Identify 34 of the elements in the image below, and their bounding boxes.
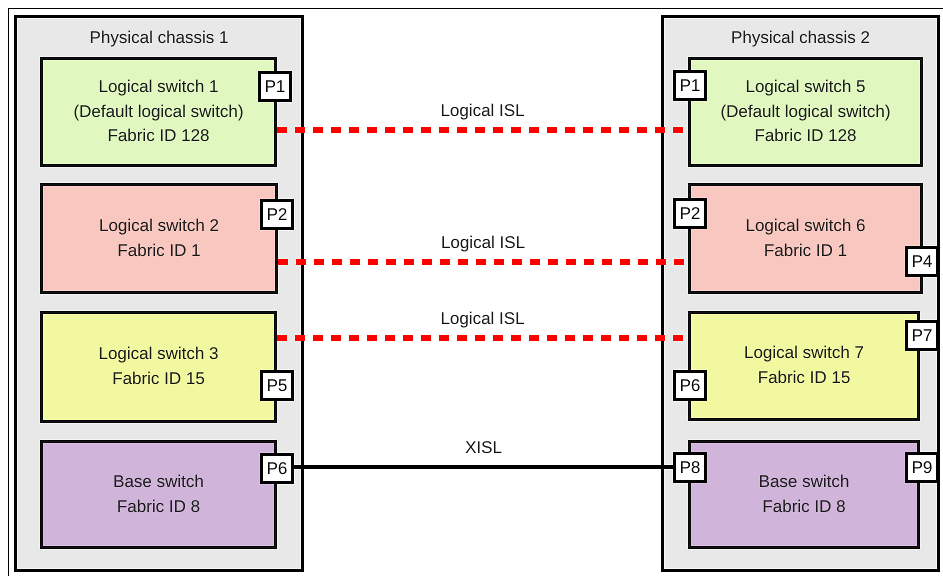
port-label: P1 — [673, 70, 707, 101]
switch-label: Fabric ID 1 — [117, 242, 201, 260]
switch-label: Base switch — [758, 472, 850, 492]
switch-label: Logical switch 7 — [744, 344, 864, 363]
port-label: P6 — [260, 453, 294, 484]
port-label: P8 — [673, 452, 707, 483]
chassis-title: Physical chassis 2 — [730, 28, 871, 48]
switch-label: Logical switch 6 — [745, 216, 866, 236]
switch-label: Logical switch 2 — [98, 216, 219, 236]
port-label: P4 — [905, 246, 939, 277]
switch-label: Fabric ID 15 — [758, 369, 850, 388]
chassis-panel — [14, 15, 304, 572]
link-line — [294, 465, 673, 469]
switch-label: Fabric ID 8 — [762, 498, 846, 516]
chassis-panel — [661, 15, 940, 572]
port-label: P2 — [673, 198, 707, 229]
switch-label: Fabric ID 15 — [112, 370, 205, 389]
switch-label: Logical switch 1 — [98, 78, 218, 97]
switch-label: Fabric ID 1 — [764, 242, 848, 260]
chassis-title: Physical chassis 1 — [88, 28, 230, 48]
switch-label: Base switch — [113, 472, 204, 492]
switch-label: Logical switch 3 — [98, 345, 218, 364]
switch-label: Logical switch 5 — [745, 78, 866, 97]
switch-label: (Default logical switch) — [73, 102, 244, 122]
port-label: P5 — [260, 370, 294, 401]
port-label: P1 — [258, 71, 292, 102]
switch-label: (Default logical switch) — [720, 102, 891, 122]
switch-label: Fabric ID 128 — [754, 127, 857, 146]
switch-label: Fabric ID 128 — [107, 127, 210, 146]
port-label: P9 — [905, 452, 939, 483]
port-label: P6 — [673, 370, 707, 401]
switch-label: Fabric ID 8 — [116, 498, 200, 516]
port-label: P2 — [260, 199, 294, 230]
port-label: P7 — [905, 320, 939, 351]
